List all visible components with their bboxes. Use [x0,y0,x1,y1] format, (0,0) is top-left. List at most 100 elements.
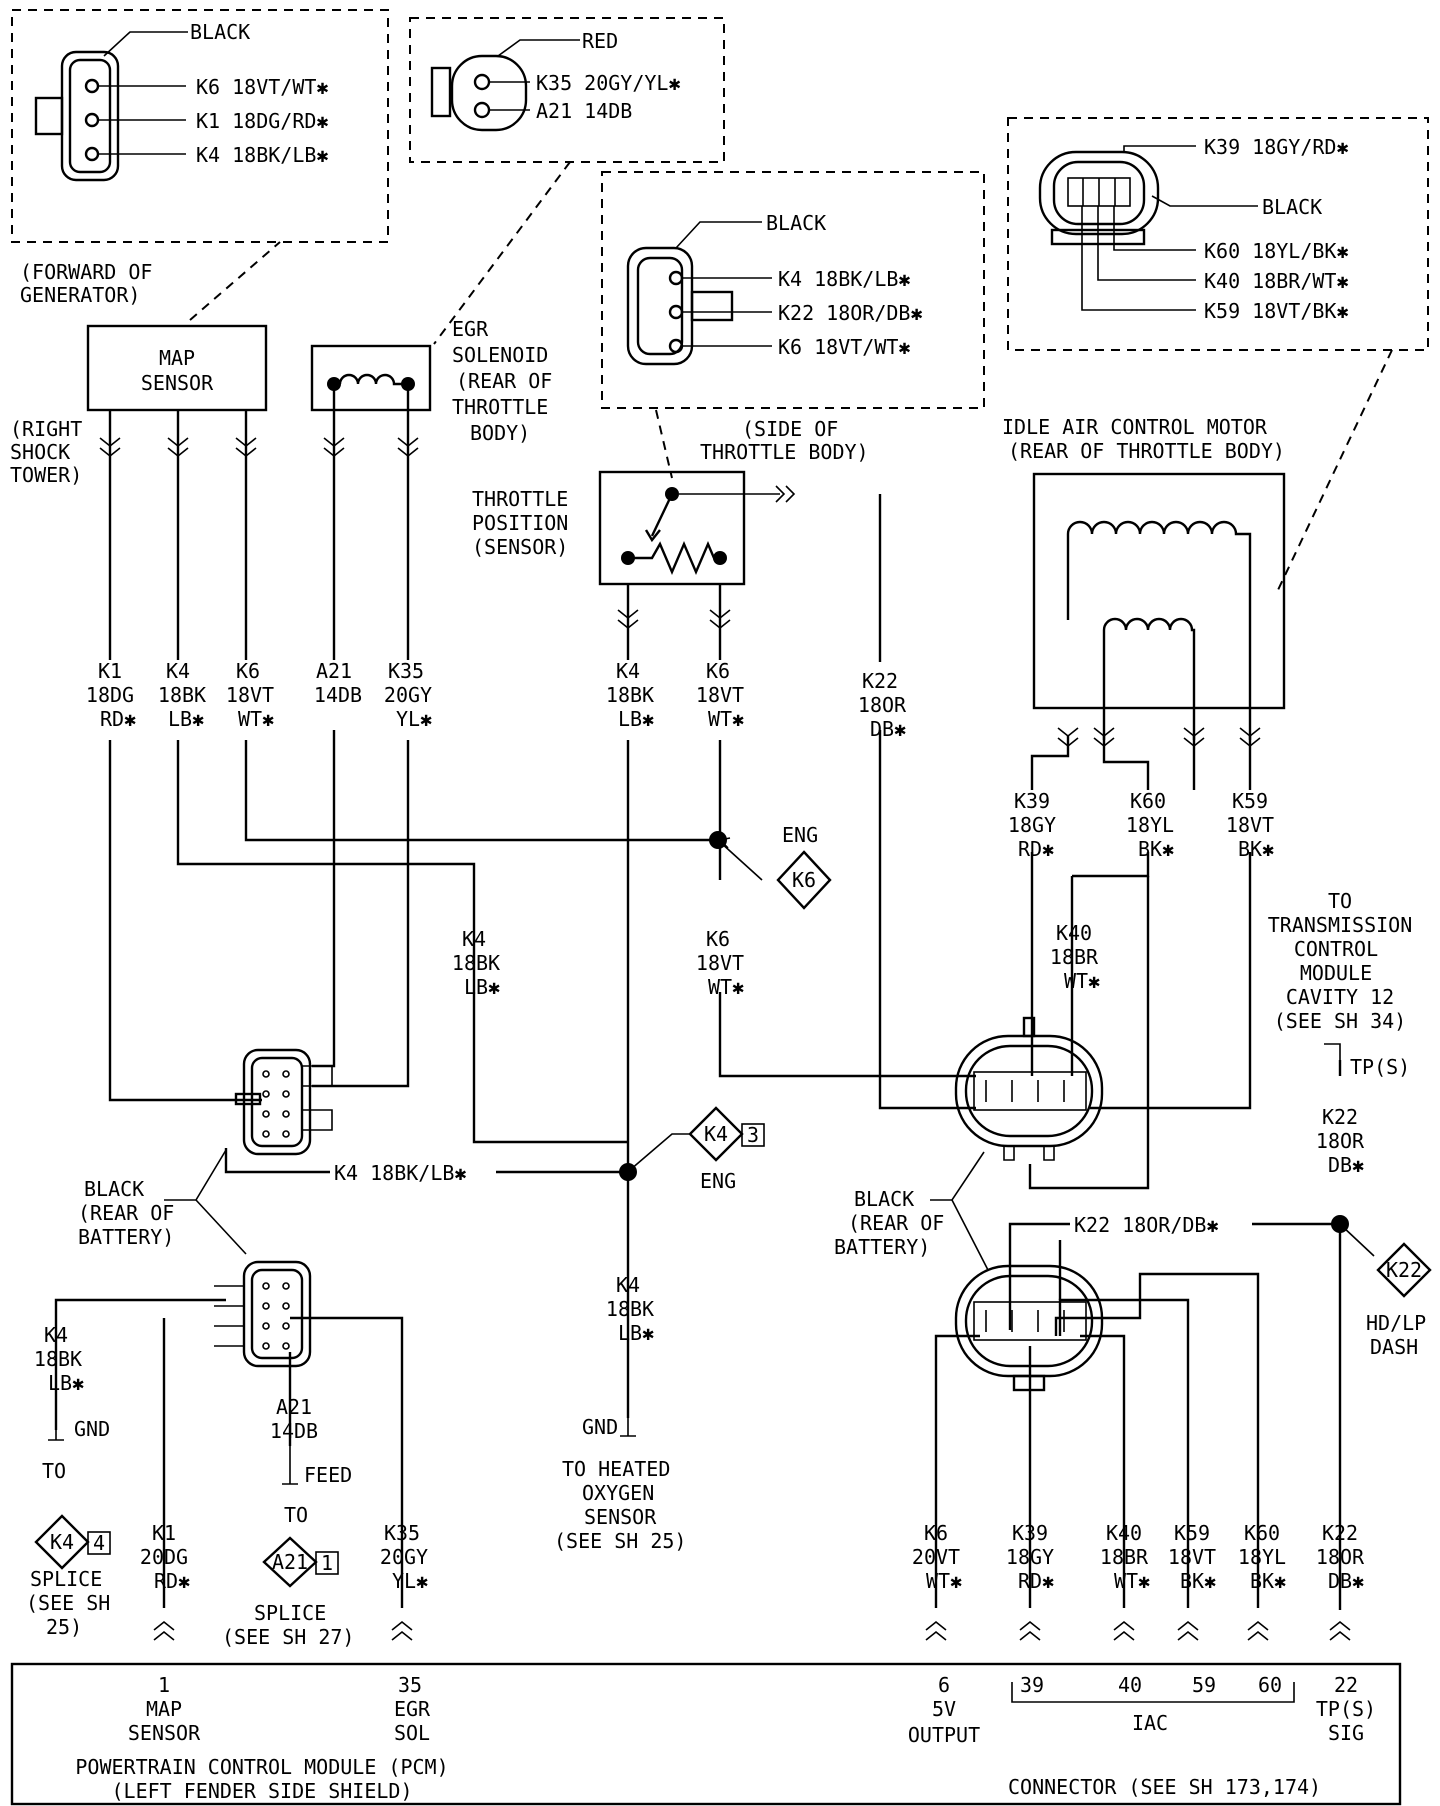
note-gnd-hos: GND [582,1415,618,1439]
wire-k40-label: WT✱ [1064,969,1100,993]
wire-k6-label: WT✱ [238,707,274,731]
note-to-mid: TO [284,1503,308,1527]
wire-k22-tcm-label: 18OR [1316,1129,1365,1153]
note-gnd-left: GND [74,1417,110,1441]
note-tcm: MODULE [1300,961,1372,985]
wire-k4-mid-label: LB✱ [464,975,500,999]
iac-conn-pin: K40 18BR/WT✱ [1204,269,1349,293]
note-black-batt-right: BATTERY) [834,1235,930,1259]
note-splice-mid: SPLICE [254,1601,326,1625]
pcm-pin22: 22 [1334,1673,1358,1697]
idle-air-control-motor: IDLE AIR CONTROL MOTOR (REAR OF THROTTLE… [1002,415,1286,740]
splice-label: HD/LP [1366,1311,1426,1335]
splice-label: ENG [700,1169,736,1193]
pcm-wire-k39: K39 [1012,1521,1048,1545]
splice-a21-left: A21 1 [262,1536,339,1588]
inline-connectors [99,437,1351,1641]
pcm-pin35: 35 [398,1673,422,1697]
note-black-batt-left: BATTERY) [78,1225,174,1249]
wire-a21-label: 14DB [314,683,362,707]
splice-badge: K22 [1386,1258,1422,1282]
wire-k59-label: BK✱ [1238,837,1274,861]
pcm-wire-k22: 18OR [1316,1545,1365,1569]
splice-k6-eng: K6 ENG [718,823,832,910]
pcm-wire-k1: K1 [152,1521,176,1545]
pcm-iac-pin: 39 [1020,1673,1044,1697]
wire-k22-tcm-label: K22 [1322,1105,1358,1129]
wire-k1-label: 18DG [86,683,134,707]
pcm-wire-k35: YL✱ [392,1569,428,1593]
note-tcm: TO [1328,889,1352,913]
wire-k4-mid-label: K4 [462,927,486,951]
iac-connector-callout: K39 18GY/RD✱ BLACK K60 18YL/BK✱ K40 18BR… [1007,117,1429,591]
pcm-pin6: OUTPUT [908,1723,980,1747]
pcm-title: POWERTRAIN CONTROL MODULE (PCM) [75,1755,448,1779]
map-conn-pin: K1 18DG/RD✱ [196,109,328,133]
wire-k35-label: 20GY [384,683,432,707]
pcm-wire-k39: RD✱ [1018,1569,1054,1593]
map-conn-location: GENERATOR) [20,283,140,307]
wire-k59-label: 18VT [1226,813,1274,837]
wire-k22-label: K22 [862,669,898,693]
wire-k4-hos-label: 18BK [606,1297,654,1321]
pcm-iac-pin: 40 [1118,1673,1142,1697]
wire-k4-left-label: LB✱ [48,1371,84,1395]
map-conn-pin: K4 18BK/LB✱ [196,143,328,167]
splice-num: 3 [747,1123,759,1147]
pcm-pin6: 6 [938,1673,950,1697]
pcm-wire-k6: K6 [924,1521,948,1545]
splice-num: 4 [93,1531,105,1555]
tps-label: THROTTLE [472,487,568,511]
pcm-wire-labels: K1 20DG RD✱ K35 20GY YL✱ K6 20VT WT✱ K39… [140,1521,1365,1593]
wire-k4-horiz-label: K4 18BK/LB✱ [334,1161,466,1185]
map-sensor-label: SENSOR [141,371,214,395]
wire-k35-label: K35 [388,659,424,683]
tps-conn-pin: K4 18BK/LB✱ [778,267,910,291]
wire-labels-upper: K1 18DG RD✱ K4 18BK LB✱ K6 18VT WT✱ A21 … [86,659,1274,1237]
tps-conn-pin: K6 18VT/WT✱ [778,335,910,359]
splice-num: 1 [321,1551,333,1575]
pcm-wire-k6: WT✱ [926,1569,962,1593]
pcm-connector-lower-right [954,1264,1104,1392]
note-hos: (SEE SH 25) [554,1529,686,1553]
wire-k22-tcm-label: DB✱ [1328,1153,1364,1177]
note-black-batt-right: BLACK [854,1187,914,1211]
egr-label: SOLENOID [452,343,548,367]
pcm-wire-k22: K22 [1322,1521,1358,1545]
wire-k22-label: DB✱ [870,717,906,741]
pcm-wire-k40: 18BR [1100,1545,1149,1569]
pcm-title: (LEFT FENDER SIDE SHIELD) [111,1779,412,1803]
note-feed: FEED [304,1463,352,1487]
note-splice-left: SPLICE [30,1567,102,1591]
iac-conn-pin: K59 18VT/BK✱ [1204,299,1349,323]
notes: BLACK (REAR OF BATTERY) BLACK (REAR OF B… [26,889,1412,1649]
pcm-pin1: SENSOR [128,1721,201,1745]
pcm-wire-k22: DB✱ [1328,1569,1364,1593]
pcm-connector-upper-right [954,1016,1104,1161]
egr-conn-pin: A21 14DB [536,99,632,123]
pcm-wire-k59: K59 [1174,1521,1210,1545]
wire-k40-label: 18BR [1050,945,1099,969]
splice-badge: K4 [50,1530,74,1554]
egr-label: EGR [452,317,489,341]
wire-k1-label: K1 [98,659,122,683]
pcm-wire-k40: K40 [1106,1521,1142,1545]
wire-k39-label: 18GY [1008,813,1056,837]
splice-k4-left: K4 4 [34,1514,111,1570]
note-tps: TP(S) [1350,1055,1410,1079]
note-black-batt-right: (REAR OF [848,1211,944,1235]
wire-k4-left-label: 18BK [34,1347,82,1371]
map-connector-callout: BLACK K6 18VT/WT✱ K1 18DG/RD✱ K4 18BK/LB… [11,9,389,321]
splice-badge: K4 [704,1122,728,1146]
wire-k4-tps-label: 18BK [606,683,654,707]
note-hos: SENSOR [584,1505,657,1529]
map-sensor-label: MAP [159,346,195,370]
wire-k39-label: K39 [1014,789,1050,813]
map-location: (RIGHT [10,417,82,441]
iac-conn-pin: K60 18YL/BK✱ [1204,239,1349,263]
pcm-pin1: MAP [146,1697,182,1721]
pcm-connector-lower-left [214,1260,312,1368]
wire-k6-tps-label: 18VT [696,683,744,707]
wire-k39-label: RD✱ [1018,837,1054,861]
